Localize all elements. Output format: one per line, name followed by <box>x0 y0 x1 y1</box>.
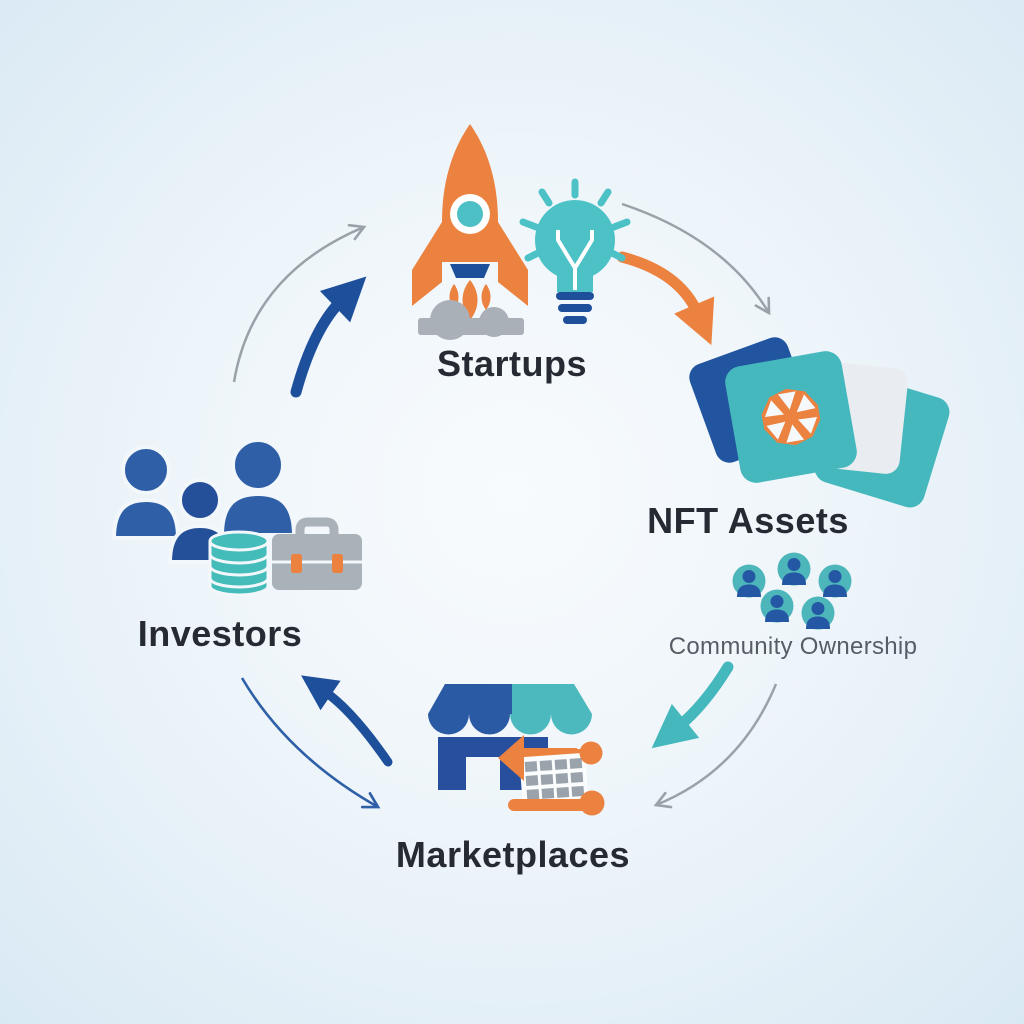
storefront-icon <box>428 684 605 816</box>
arrow-startups-to-nft-outline <box>621 202 771 316</box>
briefcase-icon <box>272 517 362 590</box>
arrow-marketplaces-to-investors-solid <box>301 675 393 767</box>
people-group-icon <box>111 438 362 597</box>
shopping-cart-icon <box>498 735 605 816</box>
community-ownership-label: Community Ownership <box>668 633 918 660</box>
coin-stack-icon <box>208 530 270 597</box>
arrow-community-to-marketplaces-outline <box>653 683 778 809</box>
avatar-group-icon <box>725 550 855 635</box>
lightbulb-icon <box>519 178 631 324</box>
person-icon <box>167 478 233 564</box>
arrow-community-to-marketplaces-solid <box>651 661 734 749</box>
arrow-investors-to-startups-outline <box>232 223 367 383</box>
nft-assets-label: NFT Assets <box>647 500 849 541</box>
nft-cards-icon <box>689 337 950 508</box>
marketplaces-label: Marketplaces <box>395 834 631 875</box>
rocket-icon <box>412 124 528 340</box>
person-icon <box>219 438 297 537</box>
arrow-startups-to-nft-solid <box>616 251 715 346</box>
person-icon <box>111 445 181 540</box>
arrow-investors-to-marketplaces-outline <box>240 677 381 809</box>
arrow-investors-to-startups-solid <box>290 276 367 398</box>
investors-label: Investors <box>137 613 303 654</box>
startups-label: Startups <box>436 343 588 384</box>
